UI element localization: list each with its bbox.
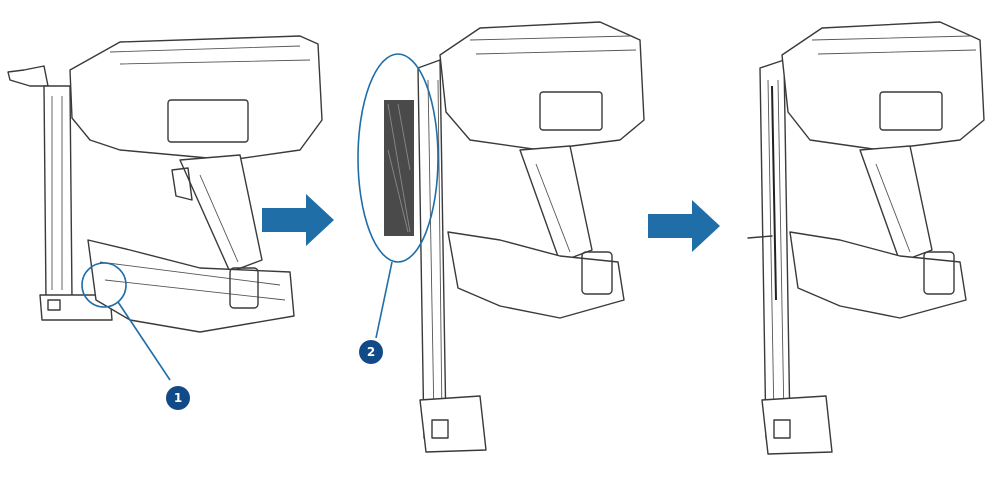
- step-badge-1-label: 1: [174, 391, 182, 405]
- right-arrow-icon: [262, 194, 334, 246]
- nail-gun-loaded: [747, 21, 985, 455]
- step-badge-2-label: 2: [367, 345, 375, 359]
- callout-leader-2: [375, 261, 393, 339]
- callout-ring-2: [357, 53, 439, 263]
- callout-1: 1: [81, 262, 190, 410]
- step-badge-2: [359, 340, 383, 364]
- nail-gun-magazine-open: [384, 21, 645, 453]
- callout-2: 2: [357, 53, 439, 364]
- callout-ring-1: [81, 262, 127, 308]
- step-badge-1: [166, 386, 190, 410]
- nail-gun-closed: [7, 35, 323, 333]
- right-arrow-icon: [648, 200, 720, 252]
- callout-leader-1: [117, 301, 171, 381]
